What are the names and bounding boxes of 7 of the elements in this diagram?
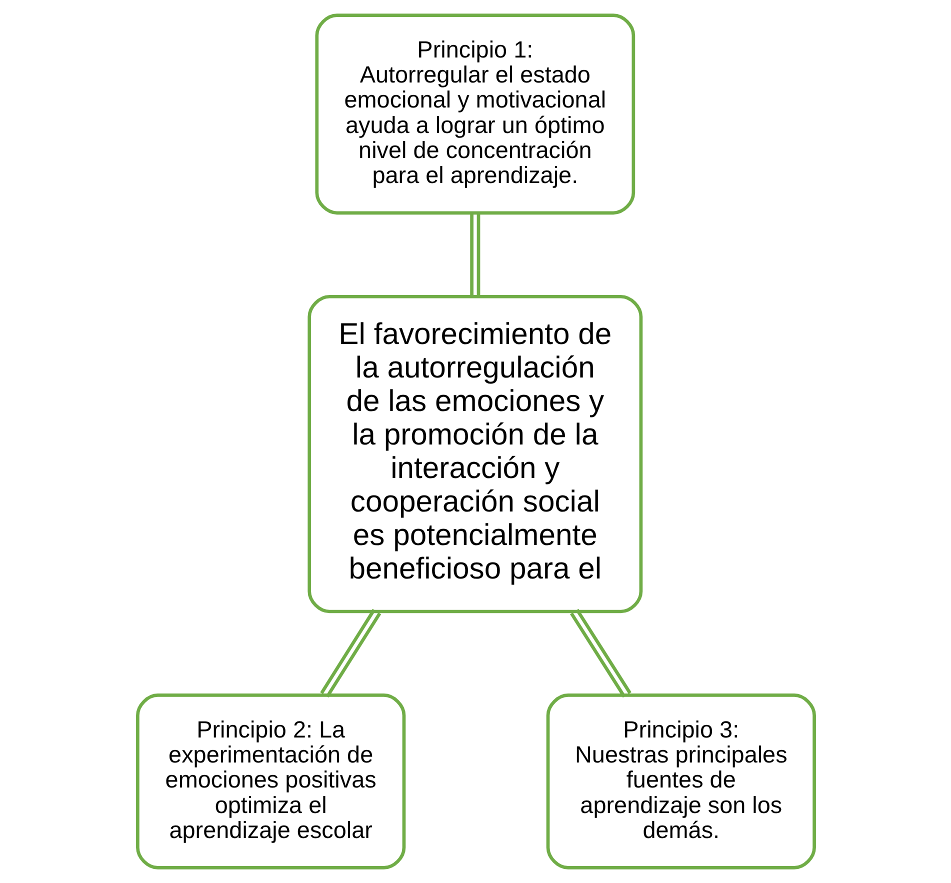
node-box: Principio 2: La experimentación de emociones positivas optimiza el aprendizaje escolar [136,694,406,870]
connector [470,213,480,296]
node-box: El favorecimiento de la autorregulación de las emociones y la promoción de la interacción y cooperación social es potencialmente beneficioso para el [307,294,642,614]
connector [570,608,631,698]
connector [320,608,381,698]
node-box: Principio 3: Nuestras principales fuentes de aprendizaje son los demás. [546,694,816,870]
node-box: Principio 1: Autorregular el estado emocional y motivacional ayuda a lograr un óptimo nivel de concentración para el aprendizaje. [314,14,635,215]
